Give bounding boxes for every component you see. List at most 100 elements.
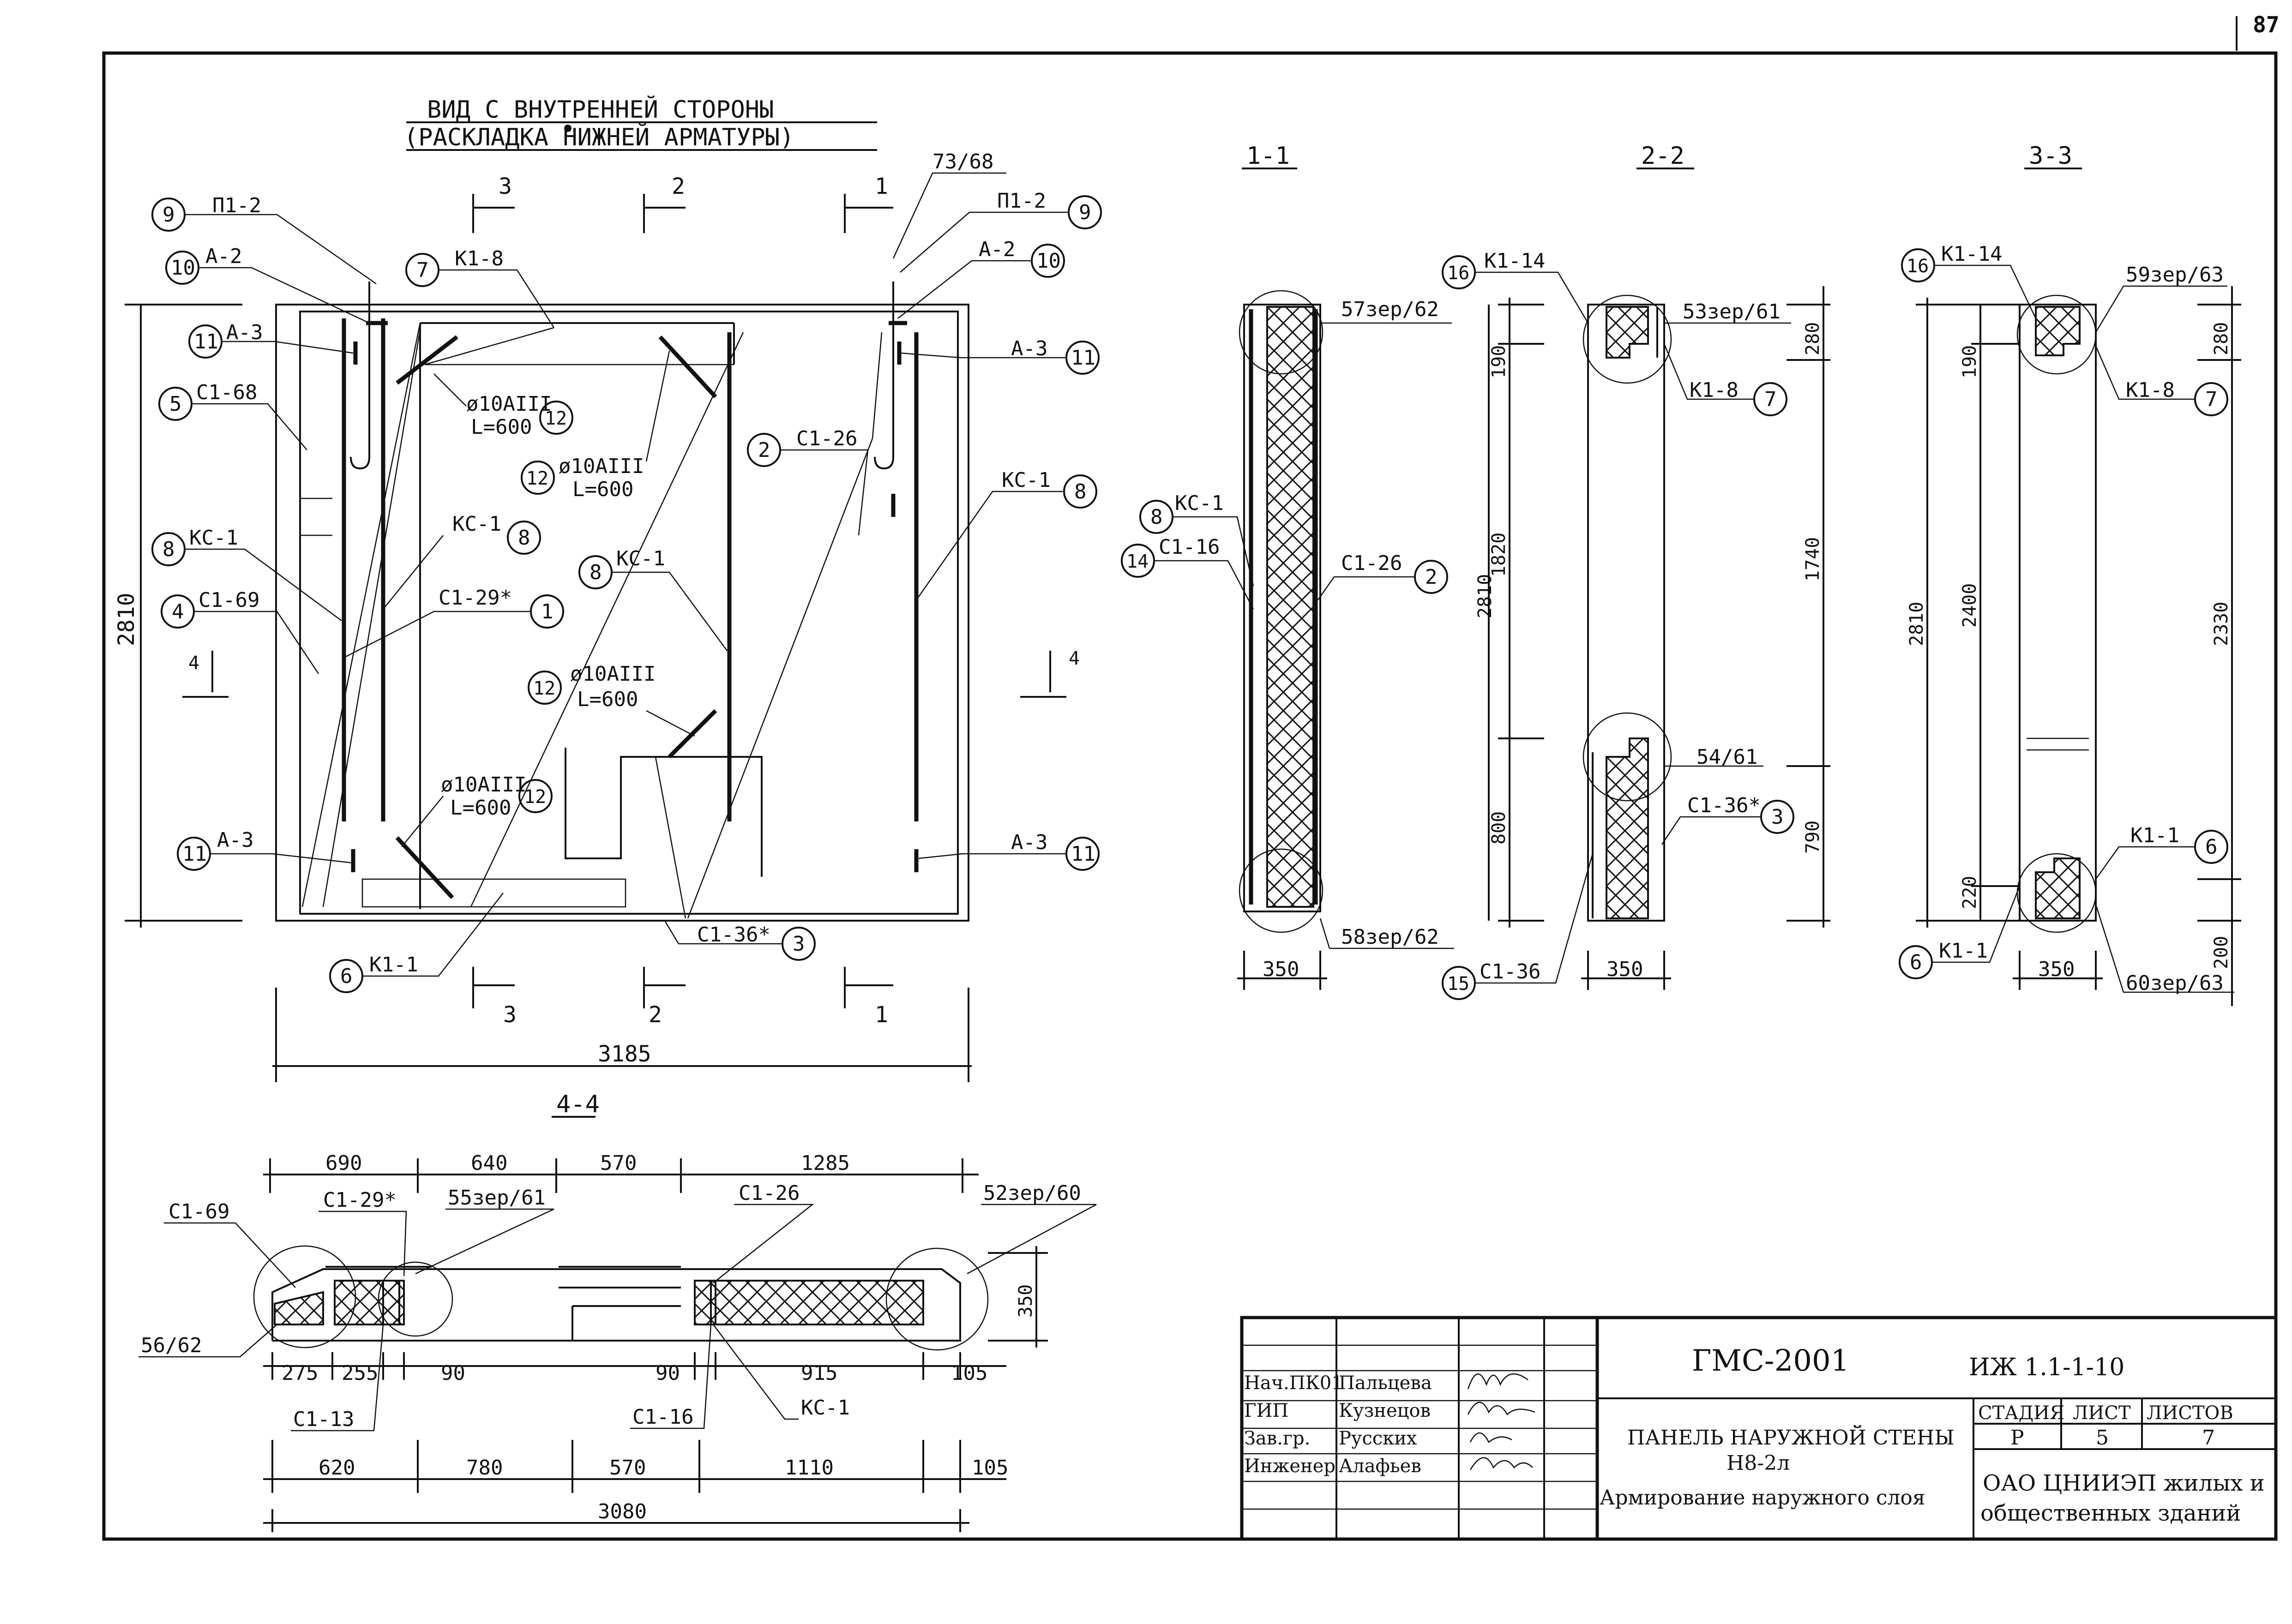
section-4-4-title: 4-4: [556, 1091, 600, 1118]
svg-text:L=600: L=600: [450, 796, 511, 820]
svg-text:С1-13: С1-13: [293, 1408, 354, 1431]
svg-text:10: 10: [171, 256, 195, 280]
svg-text:К1-8: К1-8: [1690, 378, 1739, 402]
panel-name-line1: ПАНЕЛЬ НАРУЖНОЙ СТЕНЫ: [1627, 1425, 1955, 1450]
svg-text:1110: 1110: [785, 1456, 834, 1480]
svg-text:А-3: А-3: [1011, 831, 1047, 854]
svg-text:Кузнецов: Кузнецов: [1339, 1400, 1431, 1421]
svg-text:6: 6: [1910, 951, 1922, 974]
main-width-dim: 3185: [598, 1041, 651, 1067]
svg-text:А-2: А-2: [979, 238, 1015, 261]
svg-text:7: 7: [1764, 388, 1777, 411]
svg-text:L=600: L=600: [572, 478, 633, 501]
callout-11-top-left: 11 А-3: [188, 321, 354, 359]
svg-text:С1-26: С1-26: [739, 1181, 800, 1205]
section-4-4-overall: 3080: [598, 1500, 647, 1523]
section-4-4: 4-4 690 640 570 1285 350 С1-69 С: [138, 1091, 1097, 1532]
svg-text:КС-1: КС-1: [452, 512, 501, 536]
section-2-2-title: 2-2: [1641, 142, 1684, 170]
svg-text:105: 105: [972, 1456, 1008, 1480]
svg-text:С1-69: С1-69: [199, 588, 259, 612]
svg-text:11: 11: [194, 330, 218, 354]
svg-text:А-3: А-3: [226, 321, 263, 344]
svg-text:С1-26: С1-26: [796, 427, 857, 450]
svg-text:4: 4: [172, 600, 184, 623]
svg-text:2400: 2400: [1959, 583, 1980, 628]
sheet-value: 5: [2096, 1426, 2109, 1450]
callout-8-right: 8 КС-1: [915, 468, 1097, 600]
svg-text:14: 14: [1126, 551, 1149, 572]
section-markers-4: 4 4: [182, 648, 1080, 698]
svg-text:280: 280: [1802, 322, 1823, 355]
svg-text:Пальцева: Пальцева: [1339, 1372, 1432, 1394]
svg-text:ø10АIII: ø10АIII: [466, 392, 552, 416]
panel-outline: [275, 304, 969, 922]
svg-text:12: 12: [545, 408, 567, 429]
callout-8-right-center: 8 КС-1: [578, 547, 728, 651]
section-3-3: 3-3 16 К1-14 59зер/63 7 К1-8 6 К1-1 6 К1…: [1899, 142, 2241, 1006]
svg-text:7: 7: [2205, 388, 2218, 411]
callout-3-main: 3 С1-36*: [664, 920, 816, 961]
svg-text:280: 280: [2211, 322, 2232, 355]
callout-9-right: 9 П1-2: [900, 189, 1102, 273]
callout-4: 4 С1-69: [161, 588, 319, 674]
section-3-3-title: 3-3: [2029, 142, 2072, 170]
svg-text:Нач.ПК01: Нач.ПК01: [1244, 1372, 1343, 1394]
doc-code: ГМС-2001: [1692, 1344, 1849, 1378]
svg-text:К1-14: К1-14: [1484, 249, 1545, 273]
svg-text:С1-36: С1-36: [1480, 960, 1540, 983]
svg-text:255: 255: [342, 1361, 378, 1385]
svg-text:С1-29*: С1-29*: [323, 1188, 397, 1212]
svg-text:К1-1: К1-1: [2130, 824, 2179, 847]
svg-text:3: 3: [793, 932, 805, 956]
signatures: [1467, 1373, 1535, 1470]
section-1-1-title: 1-1: [1246, 142, 1290, 170]
section-3-3-width: 350: [2038, 958, 2075, 981]
svg-text:8: 8: [1150, 505, 1163, 529]
svg-text:Алафьев: Алафьев: [1339, 1456, 1421, 1477]
svg-text:190: 190: [1488, 345, 1510, 378]
svg-text:ГИП: ГИП: [1244, 1400, 1288, 1421]
section-label-1-top: 1: [875, 174, 888, 199]
svg-text:1285: 1285: [801, 1151, 850, 1175]
callout-11-bottom-left: 11 А-3: [177, 828, 354, 871]
svg-text:8: 8: [162, 538, 175, 561]
svg-text:С1-16: С1-16: [632, 1405, 693, 1429]
main-view-title-line1: ВИД С ВНУТРЕННЕЙ СТОРОНЫ: [427, 96, 774, 124]
svg-text:780: 780: [466, 1456, 503, 1480]
callout-8-center: 8 КС-1: [383, 512, 541, 610]
svg-text:6: 6: [2205, 835, 2218, 859]
callout-7: 7 К1-8: [405, 247, 555, 328]
main-view-title-line2: (РАСКЛАДКА НИЖНЕЙ АРМАТУРЫ): [404, 123, 794, 151]
svg-text:16: 16: [1447, 263, 1469, 284]
callout-73-68: 73/68: [892, 150, 1006, 259]
callout-8-left: 8 КС-1: [151, 526, 342, 622]
svg-text:КС-1: КС-1: [1175, 491, 1224, 515]
svg-text:16: 16: [1907, 256, 1929, 277]
svg-text:ЛИСТОВ: ЛИСТОВ: [2147, 1402, 2233, 1424]
panel-name-line2: Н8-2л: [1727, 1451, 1790, 1475]
svg-text:11: 11: [182, 842, 207, 866]
svg-text:220: 220: [1959, 876, 1980, 909]
svg-text:К1-8: К1-8: [455, 247, 504, 270]
svg-text:790: 790: [1802, 821, 1823, 854]
svg-text:640: 640: [471, 1151, 507, 1175]
section-2-2-width: 350: [1606, 958, 1643, 981]
svg-text:ø10АIII: ø10АIII: [559, 455, 644, 478]
callout-11-bottom-right: 11 А-3: [918, 831, 1100, 871]
svg-text:1: 1: [541, 600, 553, 623]
callout-2-main: 2 С1-26: [747, 427, 869, 536]
callout-12-c: 12 ø10АIII L=600: [528, 662, 695, 737]
svg-text:А-2: А-2: [205, 245, 242, 268]
svg-text:С1-36*: С1-36*: [1687, 794, 1761, 817]
svg-text:С1-29*: С1-29*: [439, 586, 512, 610]
main-height-dim: 2810: [114, 593, 139, 646]
callout-10-right: 10 А-2: [897, 238, 1065, 319]
svg-text:2: 2: [758, 438, 770, 462]
callout-12-d: 12 ø10АIII L=600: [401, 773, 553, 847]
svg-text:6: 6: [340, 965, 353, 988]
svg-text:П1-2: П1-2: [997, 189, 1046, 213]
callout-6-main: 6 К1-1: [329, 893, 504, 993]
svg-text:5: 5: [169, 392, 182, 416]
callout-12-a: 12 ø10АIII L=600: [433, 373, 573, 439]
